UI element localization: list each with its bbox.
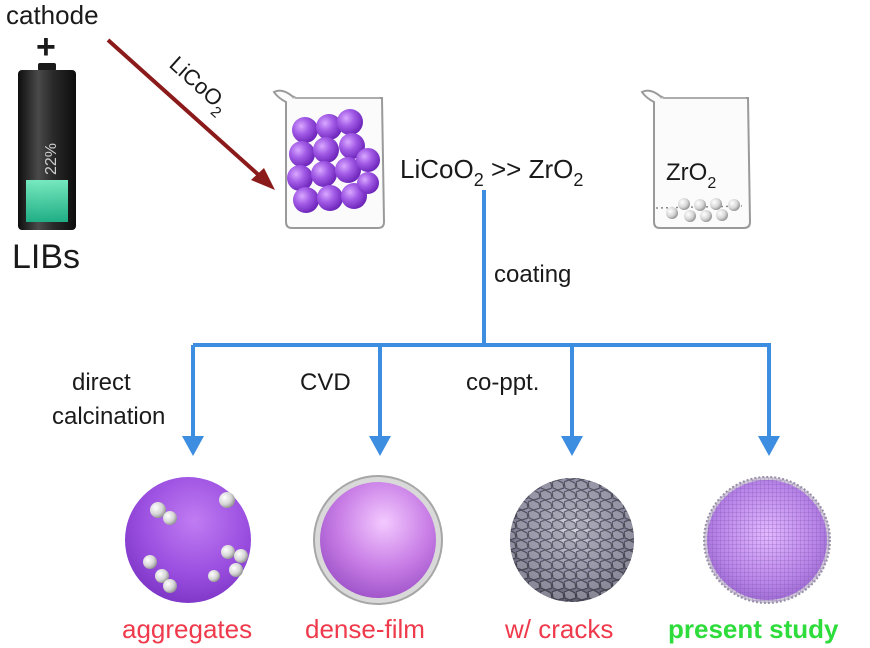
coating-label: coating xyxy=(494,261,571,288)
flow-arrowheads xyxy=(182,436,780,456)
zro2-beaker: ZrO2 xyxy=(640,89,752,229)
battery-level-text: 22% xyxy=(43,143,60,175)
libs-label: LIBs xyxy=(12,238,80,276)
arrowhead-aggregates xyxy=(182,436,204,456)
zro2-particles xyxy=(655,198,743,222)
zro2-beaker-label: ZrO2 xyxy=(666,159,716,192)
method-label-cvd: CVD xyxy=(300,369,351,396)
method-label-direct: direct xyxy=(72,369,131,396)
extraction-arrow xyxy=(106,38,275,190)
ratio-text: LiCoO2 >> ZrO2 xyxy=(400,154,583,190)
result-present-study: present study xyxy=(668,614,839,644)
result-dense-film: dense-film xyxy=(305,614,425,644)
licoo2-particles xyxy=(287,109,380,213)
cathode-label: cathode xyxy=(6,0,99,30)
arrowhead-dense-film xyxy=(369,436,391,456)
licoo2-beaker xyxy=(272,89,386,229)
sphere-aggregates xyxy=(125,477,251,603)
sphere-present-study xyxy=(703,476,831,604)
result-aggregates: aggregates xyxy=(122,614,252,644)
result-cracks: w/ cracks xyxy=(504,614,613,644)
sphere-dense-film xyxy=(313,475,443,605)
method-label-calcination: calcination xyxy=(52,403,165,430)
method-label-coppt: co-ppt. xyxy=(466,369,539,396)
arrowhead-cracks xyxy=(561,436,583,456)
plus-sign: + xyxy=(36,28,56,66)
arrow-label: LiCoO2 xyxy=(161,51,234,121)
arrowhead-present-study xyxy=(758,436,780,456)
sphere-cracks xyxy=(510,478,634,602)
battery-icon: 22% xyxy=(18,63,76,230)
flow-tree xyxy=(191,190,771,438)
battery-charge-fill xyxy=(26,180,68,222)
